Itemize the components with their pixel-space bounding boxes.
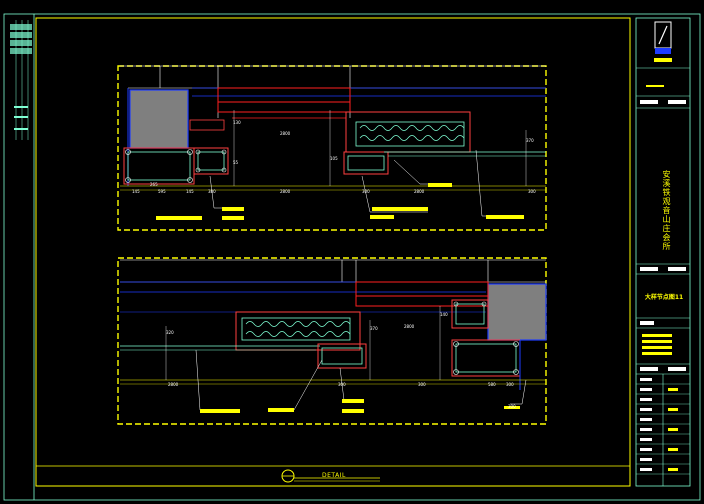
dim-label: 595: [158, 189, 166, 194]
dim-label: 145: [186, 189, 194, 194]
dimension-labels-top: 145 595 145 380 265 2800 2800 300 2800 3…: [132, 120, 536, 194]
dim-label: 2800: [280, 189, 291, 194]
detail-callout: [281, 469, 380, 483]
dimension-labels-bottom: 300 2800 300 300 320 370 2800 140 580 30…: [166, 312, 516, 409]
dim-label: 2800: [168, 382, 179, 387]
sheet-border: [3, 13, 701, 501]
dim-label: 370: [526, 138, 534, 143]
drawing-frame: [35, 17, 631, 487]
dim-label: 300: [528, 189, 536, 194]
dim-label: 2800: [414, 189, 425, 194]
detail-bottom: [117, 257, 547, 425]
detail-label: DETAIL: [322, 472, 346, 479]
dim-label: 105: [330, 156, 338, 161]
detail-top: [117, 65, 547, 231]
dim-label: 265: [150, 182, 158, 187]
dim-label: 130: [233, 120, 241, 125]
dim-label: 2800: [404, 324, 415, 329]
dim-label: 140: [440, 312, 448, 317]
dim-label: 145: [132, 189, 140, 194]
title-block: [635, 17, 691, 487]
dim-label: 370: [370, 326, 378, 331]
dim-label: 55: [233, 160, 239, 165]
drawing-label: 大样节点图11: [644, 294, 684, 301]
dim-label: 2800: [280, 131, 291, 136]
dim-label: 320: [166, 330, 174, 335]
dim-label: 380: [208, 189, 216, 194]
dim-label: 300: [506, 382, 514, 387]
dim-label: 300: [418, 382, 426, 387]
dim-label: 300: [508, 404, 516, 409]
dim-label: 300: [338, 382, 346, 387]
dim-label: 580: [488, 382, 496, 387]
project-name: 安溪铁观音山庄会所: [662, 169, 671, 251]
dim-label: 300: [362, 189, 370, 194]
left-binding-strip: [10, 14, 35, 500]
